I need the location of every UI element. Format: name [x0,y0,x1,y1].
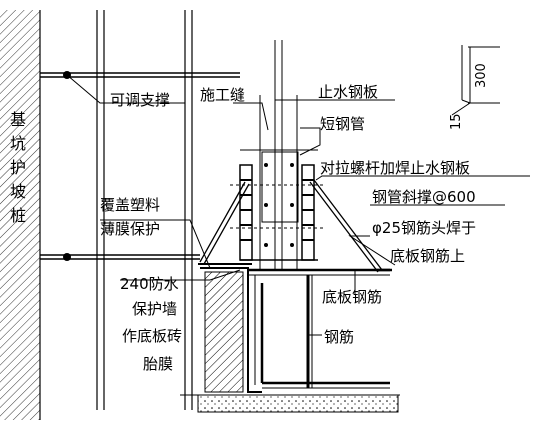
label-rebar-head-line2: 底板钢筋上 [390,247,465,265]
svg-text:坑: 坑 [10,134,26,153]
label-waterstop-plate: 止水钢板 [318,83,378,101]
dimension-block [451,45,500,116]
label-film-line2: 薄膜保护 [100,220,160,238]
brick-protective-wall [204,271,244,393]
pile-wall [0,10,41,420]
dim-300: 300 [474,63,489,88]
label-wall-line2: 保护墙 [132,300,177,318]
wall-formwork [230,40,325,270]
label-construction-joint: 施工缝 [200,86,245,104]
label-slab-rebar: 底板钢筋 [322,288,382,306]
label-rebar-head-line1: φ25钢筋头焊于 [372,219,476,237]
waterproof-film-line [200,267,262,393]
label-adjustable-support: 可调支撑 [110,91,170,109]
concrete-base [197,394,399,413]
dim-15: 15 [449,113,464,130]
label-short-steel-pipe: 短钢管 [320,115,365,133]
label-wall-line4: 胎膜 [143,355,173,373]
svg-text:护: 护 [10,158,26,177]
lower-support-bar [40,253,200,261]
svg-text:桩: 桩 [10,206,26,225]
svg-text:基: 基 [10,110,26,129]
label-rebar: 钢筋 [324,328,354,346]
label-steel-pipe-brace: 钢管斜撑@600 [372,188,476,206]
leader-lines [66,74,530,336]
label-pit-slope-pile: 基 坑 护 坡 桩 [10,110,26,225]
svg-text:坡: 坡 [10,182,26,201]
label-wall-line1: 240防水 [120,275,179,293]
diagonal-braces [199,179,392,273]
label-wall-line3: 作底板砖 [122,327,182,345]
label-film-line1: 覆盖塑料 [100,196,160,214]
label-tie-bolt: 对拉螺杆加焊止水钢板 [320,159,470,177]
bottom-slab [248,268,390,389]
